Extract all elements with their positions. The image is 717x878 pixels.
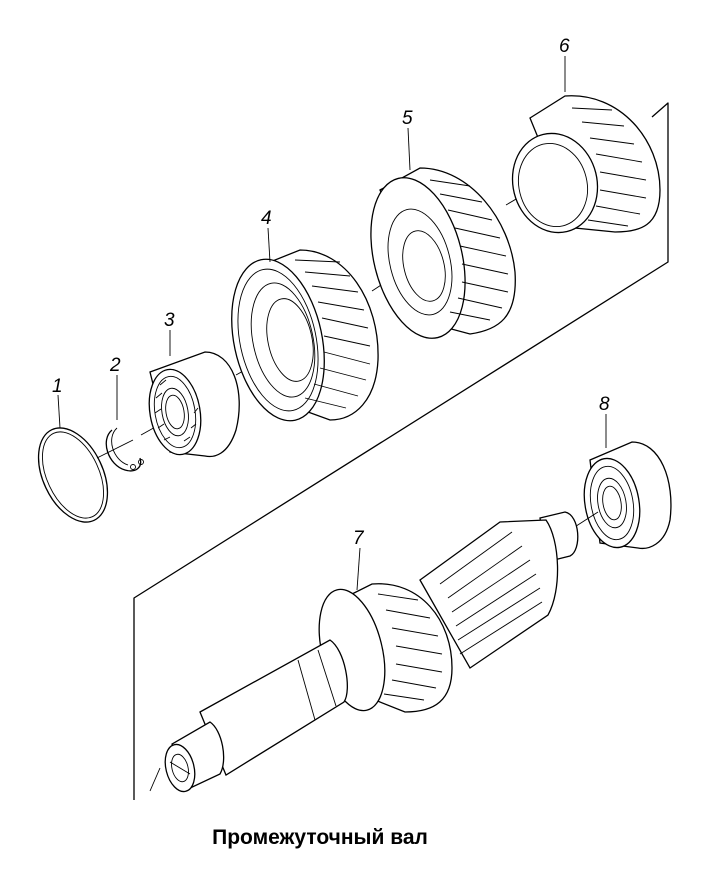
callout-5: 5	[402, 108, 413, 129]
callout-3: 3	[164, 310, 175, 331]
diagram-caption: Промежуточный вал	[212, 826, 428, 849]
part-4-gear	[231, 249, 379, 422]
callout-7: 7	[353, 528, 365, 549]
callout-6: 6	[559, 36, 570, 57]
callout-1: 1	[52, 376, 63, 397]
part-5-gear	[370, 167, 516, 339]
part-6-gear	[511, 95, 661, 234]
part-2-circlip	[105, 427, 144, 472]
callout-2: 2	[109, 355, 121, 376]
assembly-frame	[133, 102, 669, 800]
callout-4: 4	[261, 208, 272, 229]
part-8-bearing	[569, 441, 672, 550]
callouts: 1 2 3 4 5 6 7 8	[52, 36, 610, 549]
callout-8: 8	[599, 394, 610, 415]
part-1-snap-ring	[37, 427, 109, 523]
part-7-shaft	[164, 511, 579, 793]
part-3-bearing	[148, 351, 240, 458]
leader-lines	[57, 56, 607, 591]
